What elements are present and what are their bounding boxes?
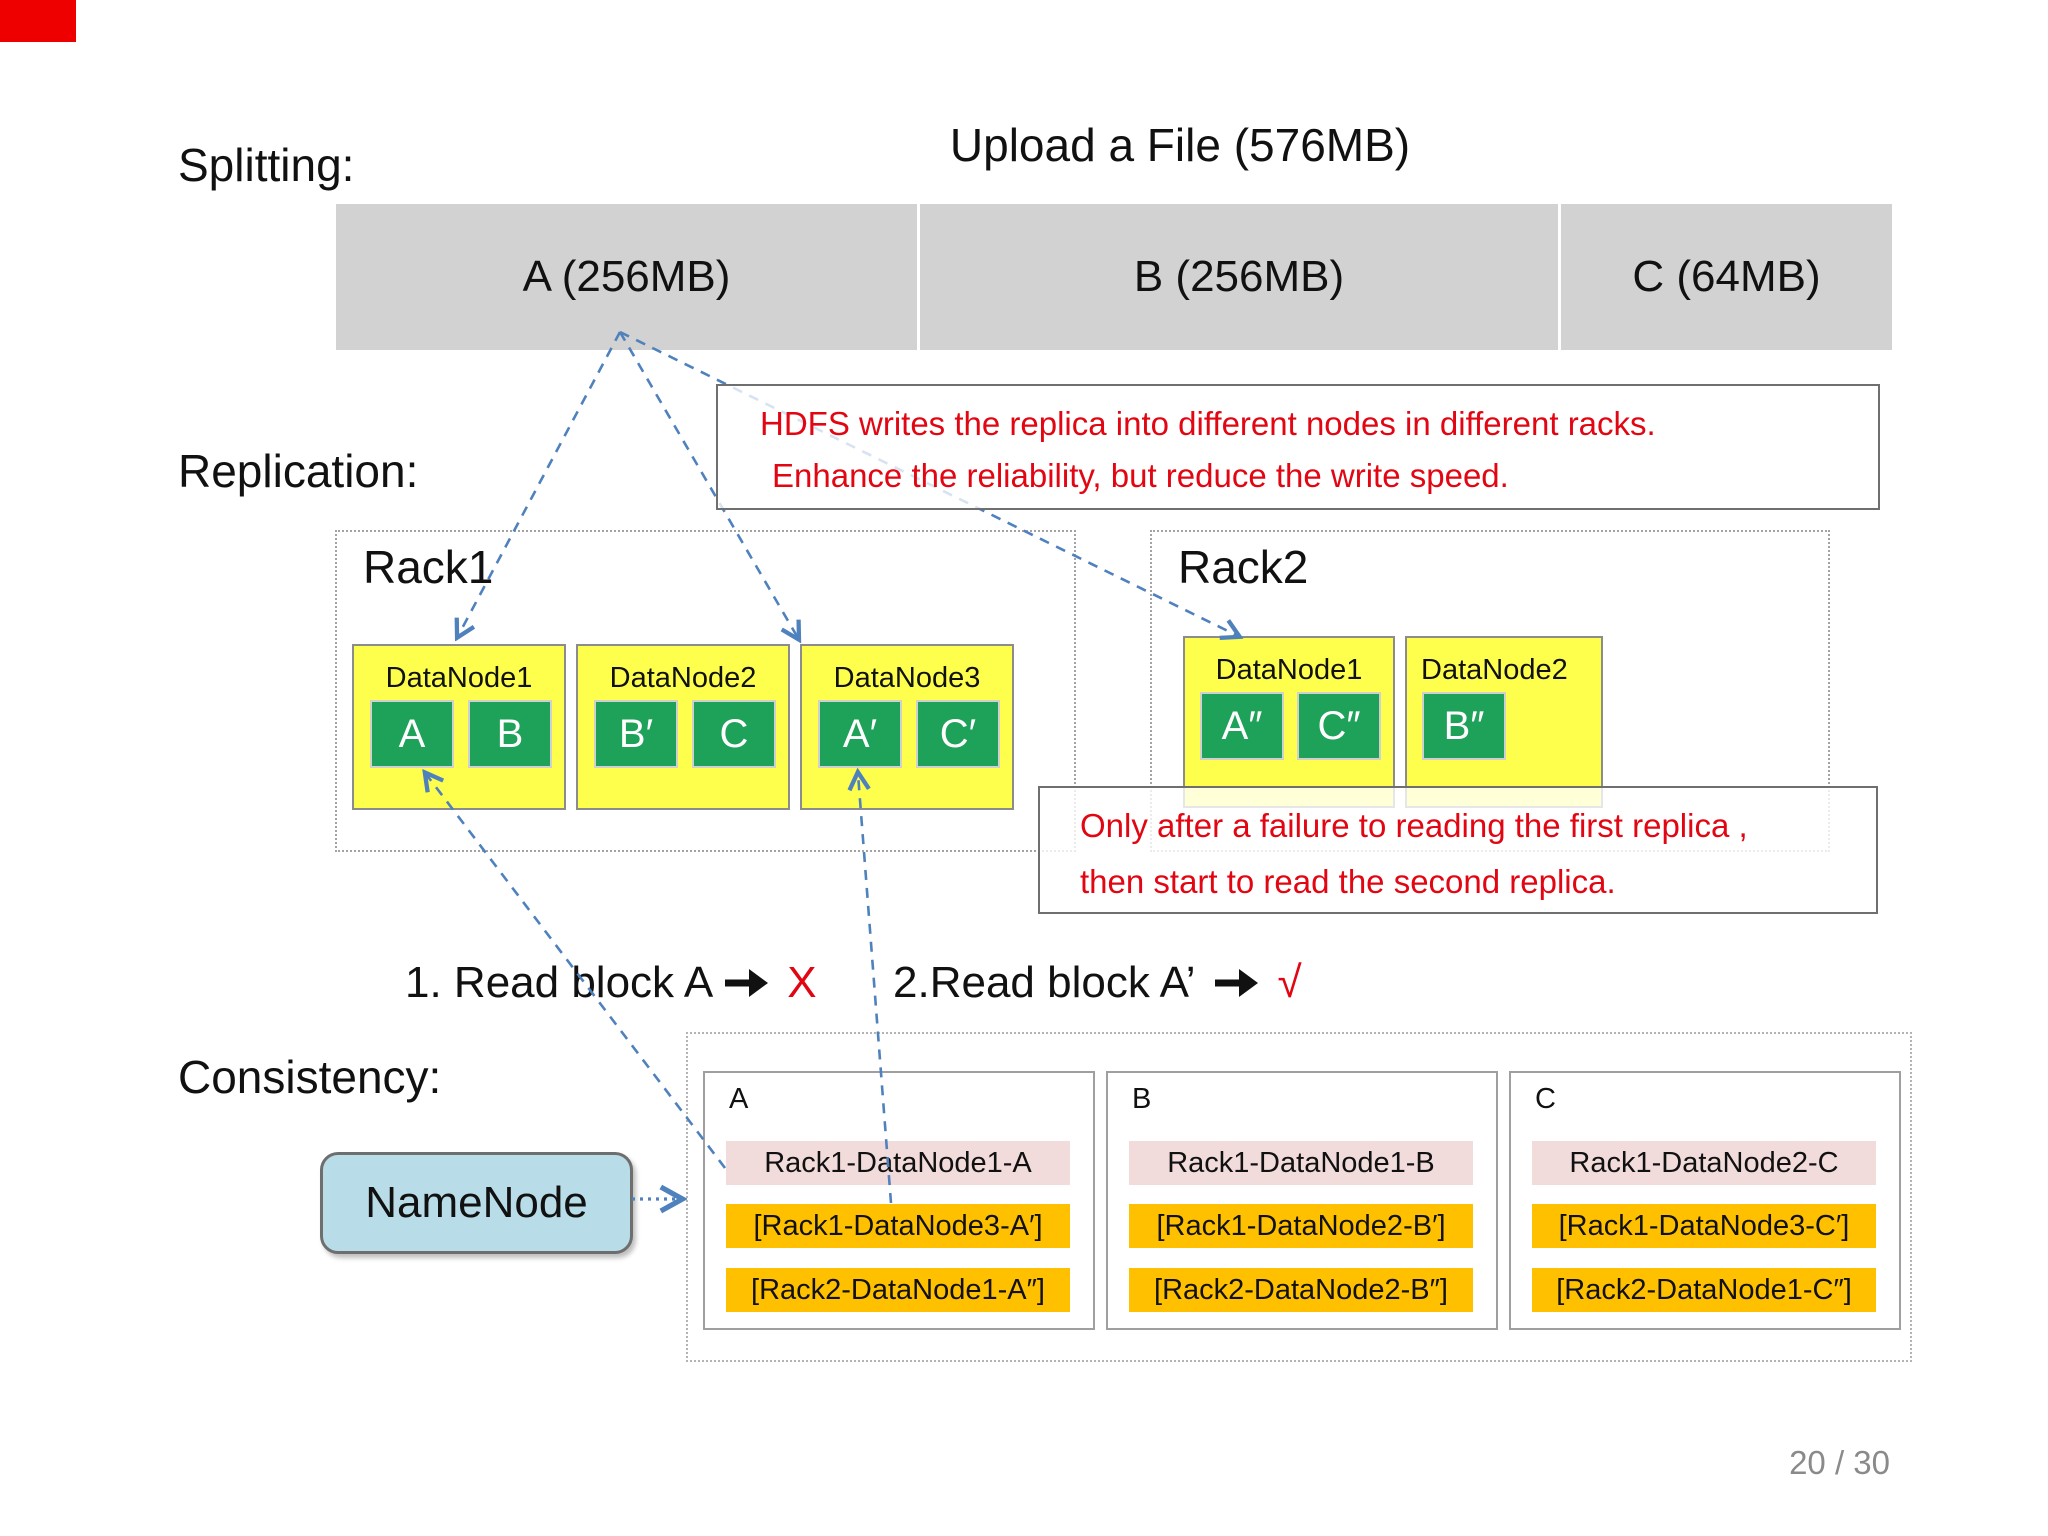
section-label-splitting: Splitting: — [178, 139, 355, 191]
metadata-row: [Rack2-DataNode1-A″] — [726, 1268, 1070, 1312]
file-segment-b: B (256MB) — [920, 204, 1558, 350]
read-note-line2: then start to read the second replica. — [1080, 863, 1616, 900]
metadata-row: [Rack1-DataNode3-A′] — [726, 1204, 1070, 1248]
rack1-datanode1: DataNode1 A B — [352, 644, 566, 810]
metadata-row: Rack1-DataNode1-A — [726, 1141, 1070, 1185]
block-a-dprime: A″ — [1200, 692, 1284, 760]
replication-note-line1: HDFS writes the replica into different n… — [760, 405, 1656, 442]
section-label-consistency: Consistency: — [178, 1051, 442, 1103]
block-b: B — [468, 700, 552, 768]
read-step-1-result: X — [787, 958, 817, 1007]
metadata-box-b-label: B — [1132, 1083, 1152, 1115]
metadata-row: [Rack1-DataNode3-C′] — [1532, 1204, 1876, 1248]
section-label-replication: Replication: — [178, 445, 419, 497]
rack1-datanode3: DataNode3 A′ C′ — [800, 644, 1014, 810]
namenode-label: NameNode — [365, 1178, 588, 1227]
metadata-box-a: A Rack1-DataNode1-A [Rack1-DataNode3-A′]… — [703, 1071, 1095, 1330]
file-split-bar: A (256MB) B (256MB) C (64MB) — [336, 204, 1892, 350]
block-c: C — [692, 700, 776, 768]
block-c-prime: C′ — [916, 700, 1000, 768]
metadata-row: Rack1-DataNode1-B — [1129, 1141, 1473, 1185]
file-segment-c: C (64MB) — [1561, 204, 1892, 350]
read-note: Only after a failure to reading the firs… — [1038, 786, 1878, 914]
rack1-label: Rack1 — [363, 541, 494, 593]
datanode-label: DataNode3 — [833, 662, 981, 694]
block-b-prime: B′ — [594, 700, 678, 768]
datanode-label: DataNode2 — [1421, 654, 1568, 686]
rack2-label: Rack2 — [1178, 541, 1309, 593]
rack2-datanode2: DataNode2 B″ — [1405, 636, 1603, 808]
file-segment-a: A (256MB) — [336, 204, 917, 350]
datanode-label: DataNode1 — [385, 662, 533, 694]
block-a: A — [370, 700, 454, 768]
metadata-box-b: B Rack1-DataNode1-B [Rack1-DataNode2-B′]… — [1106, 1071, 1498, 1330]
block-c-dprime: C″ — [1297, 692, 1381, 760]
namenode-box: NameNode — [320, 1152, 633, 1254]
page-number: 20 / 30 — [1789, 1444, 1890, 1481]
block-a-prime: A′ — [818, 700, 902, 768]
slide-title: Upload a File (576MB) — [949, 119, 1411, 171]
metadata-box-c: C Rack1-DataNode2-C [Rack1-DataNode3-C′]… — [1509, 1071, 1901, 1330]
metadata-box-a-label: A — [729, 1083, 749, 1115]
datanode-label: DataNode2 — [609, 662, 757, 694]
rack2-datanode1: DataNode1 A″ C″ — [1183, 636, 1395, 808]
read-note-line1: Only after a failure to reading the firs… — [1080, 807, 1748, 844]
corner-accent-bar — [0, 0, 76, 42]
read-step-2-label: 2.Read block A’ — [893, 958, 1196, 1007]
metadata-box-c-label: C — [1535, 1083, 1556, 1115]
rack1-datanode2: DataNode2 B′ C — [576, 644, 790, 810]
metadata-row: Rack1-DataNode2-C — [1532, 1141, 1876, 1185]
read-step-1-label: 1. Read block A — [405, 958, 714, 1007]
metadata-row: [Rack2-DataNode1-C″] — [1532, 1268, 1876, 1312]
read-step-2: 2.Read block A’ √ — [893, 958, 1302, 1008]
metadata-row: [Rack1-DataNode2-B′] — [1129, 1204, 1473, 1248]
replication-note-line2: Enhance the reliability, but reduce the … — [772, 457, 1509, 494]
replication-note: HDFS writes the replica into different n… — [716, 384, 1880, 510]
arrow-right-icon — [725, 969, 769, 997]
read-step-2-result: √ — [1277, 958, 1302, 1007]
read-step-1: 1. Read block A X — [405, 958, 817, 1008]
metadata-row: [Rack2-DataNode2-B″] — [1129, 1268, 1473, 1312]
block-b-dprime: B″ — [1422, 692, 1506, 760]
datanode-label: DataNode1 — [1215, 654, 1363, 686]
arrow-right-icon — [1215, 969, 1259, 997]
